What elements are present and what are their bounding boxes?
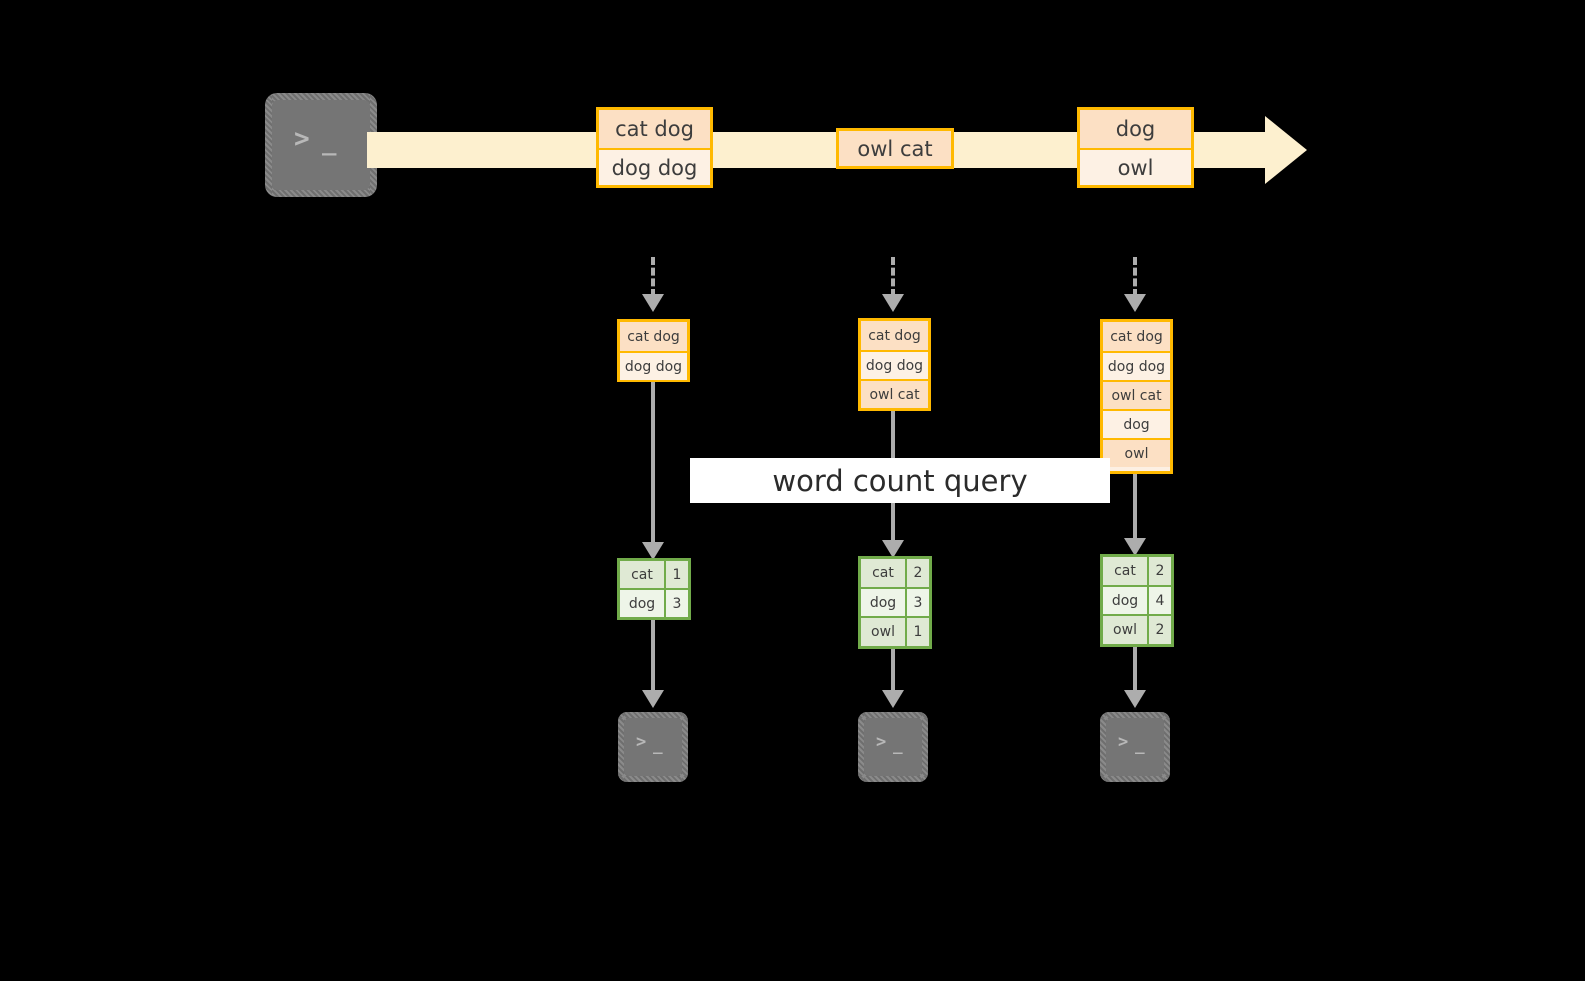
snapshot-2-query-arrowhead <box>882 540 904 558</box>
snapshot-2-row-2-count: 3 <box>907 588 929 617</box>
stream-message-1: cat dog dog dog <box>596 107 713 188</box>
terminal-cursor-glyph: _ <box>893 735 904 754</box>
snapshot-2-row-1-word: cat <box>861 559 907 587</box>
snapshot-3-input-box: cat dog dog dog owl cat dog owl <box>1100 319 1173 474</box>
snapshot-3-query-arrowhead <box>1124 538 1146 556</box>
table-row: dog 3 <box>620 588 688 617</box>
query-label: word count query <box>690 458 1110 503</box>
snapshot-1-trigger-arrowhead <box>642 294 664 312</box>
table-row: cat 2 <box>861 559 929 587</box>
stream-message-1-line-1: cat dog <box>599 110 710 148</box>
snapshot-2-input-line-3: owl cat <box>861 379 928 408</box>
terminal-cursor-glyph: _ <box>653 735 664 754</box>
snapshot-1-row-2-word: dog <box>620 590 666 617</box>
stream-message-2-line-1: owl cat <box>839 131 951 166</box>
snapshot-1-row-1-word: cat <box>620 561 666 588</box>
snapshot-1-sink-terminal-icon: > _ <box>618 712 688 782</box>
terminal-prompt-glyph: > <box>294 124 311 154</box>
snapshot-3-input-line-4: dog <box>1103 409 1170 438</box>
snapshot-3-sink-terminal-icon: > _ <box>1100 712 1170 782</box>
snapshot-1-query-line <box>651 382 655 548</box>
snapshot-2-trigger-line <box>891 257 895 297</box>
terminal-screen <box>624 718 682 776</box>
terminal-screen <box>272 100 370 190</box>
table-row: cat 1 <box>620 561 688 588</box>
snapshot-1-result-table: cat 1 dog 3 <box>617 558 691 620</box>
snapshot-3-row-1-word: cat <box>1103 557 1149 585</box>
terminal-screen <box>1106 718 1164 776</box>
snapshot-1-row-2-count: 3 <box>666 590 688 617</box>
snapshot-1-input-line-2: dog dog <box>620 351 687 380</box>
snapshot-3-query-line <box>1133 474 1137 544</box>
table-row: owl 2 <box>1103 614 1171 645</box>
terminal-cursor-glyph: _ <box>1135 735 1146 754</box>
event-stream-arrow-head <box>1265 116 1307 184</box>
snapshot-3-input-line-2: dog dog <box>1103 351 1170 380</box>
snapshot-3-row-3-word: owl <box>1103 616 1149 645</box>
snapshot-2-row-2-word: dog <box>861 588 907 617</box>
snapshot-2-sink-arrowhead <box>882 690 904 708</box>
stream-message-3-line-2: owl <box>1080 148 1191 185</box>
terminal-prompt-glyph: > <box>636 732 648 752</box>
snapshot-2-input-line-1: cat dog <box>861 321 928 350</box>
stream-message-3-line-1: dog <box>1080 110 1191 148</box>
snapshot-3-input-line-5: owl <box>1103 438 1170 467</box>
snapshot-1-trigger-line <box>651 257 655 297</box>
snapshot-3-row-3-count: 2 <box>1149 616 1171 645</box>
snapshot-2-row-3-count: 1 <box>907 618 929 647</box>
table-row: owl 1 <box>861 616 929 647</box>
snapshot-1-input-line-1: cat dog <box>620 322 687 351</box>
terminal-screen <box>864 718 922 776</box>
snapshot-1-input-box: cat dog dog dog <box>617 319 690 382</box>
snapshot-3-trigger-arrowhead <box>1124 294 1146 312</box>
snapshot-2-sink-line <box>891 649 895 696</box>
stream-message-2: owl cat <box>836 128 954 169</box>
stream-message-1-line-2: dog dog <box>599 148 710 185</box>
snapshot-3-row-2-count: 4 <box>1149 586 1171 615</box>
snapshot-3-input-line-3: owl cat <box>1103 380 1170 409</box>
source-terminal-icon: > _ <box>265 93 377 197</box>
stream-message-3: dog owl <box>1077 107 1194 188</box>
snapshot-2-row-3-word: owl <box>861 618 907 647</box>
terminal-cursor-glyph: _ <box>322 128 338 156</box>
snapshot-1-query-arrowhead <box>642 542 664 560</box>
snapshot-2-input-line-2: dog dog <box>861 350 928 379</box>
snapshot-2-input-box: cat dog dog dog owl cat <box>858 318 931 411</box>
snapshot-1-sink-line <box>651 620 655 696</box>
snapshot-3-result-table: cat 2 dog 4 owl 2 <box>1100 554 1174 647</box>
snapshot-1-row-1-count: 1 <box>666 561 688 588</box>
terminal-prompt-glyph: > <box>1118 732 1130 752</box>
snapshot-3-input-line-1: cat dog <box>1103 322 1170 351</box>
snapshot-2-sink-terminal-icon: > _ <box>858 712 928 782</box>
snapshot-3-row-2-word: dog <box>1103 586 1149 615</box>
snapshot-2-trigger-arrowhead <box>882 294 904 312</box>
table-row: dog 3 <box>861 586 929 617</box>
snapshot-2-row-1-count: 2 <box>907 559 929 587</box>
snapshot-3-row-1-count: 2 <box>1149 557 1171 585</box>
snapshot-3-sink-line <box>1133 647 1137 696</box>
snapshot-3-trigger-line <box>1133 257 1137 297</box>
snapshot-1-sink-arrowhead <box>642 690 664 708</box>
table-row: cat 2 <box>1103 557 1171 585</box>
snapshot-2-result-table: cat 2 dog 3 owl 1 <box>858 556 932 649</box>
terminal-prompt-glyph: > <box>876 732 888 752</box>
snapshot-3-sink-arrowhead <box>1124 690 1146 708</box>
table-row: dog 4 <box>1103 584 1171 615</box>
